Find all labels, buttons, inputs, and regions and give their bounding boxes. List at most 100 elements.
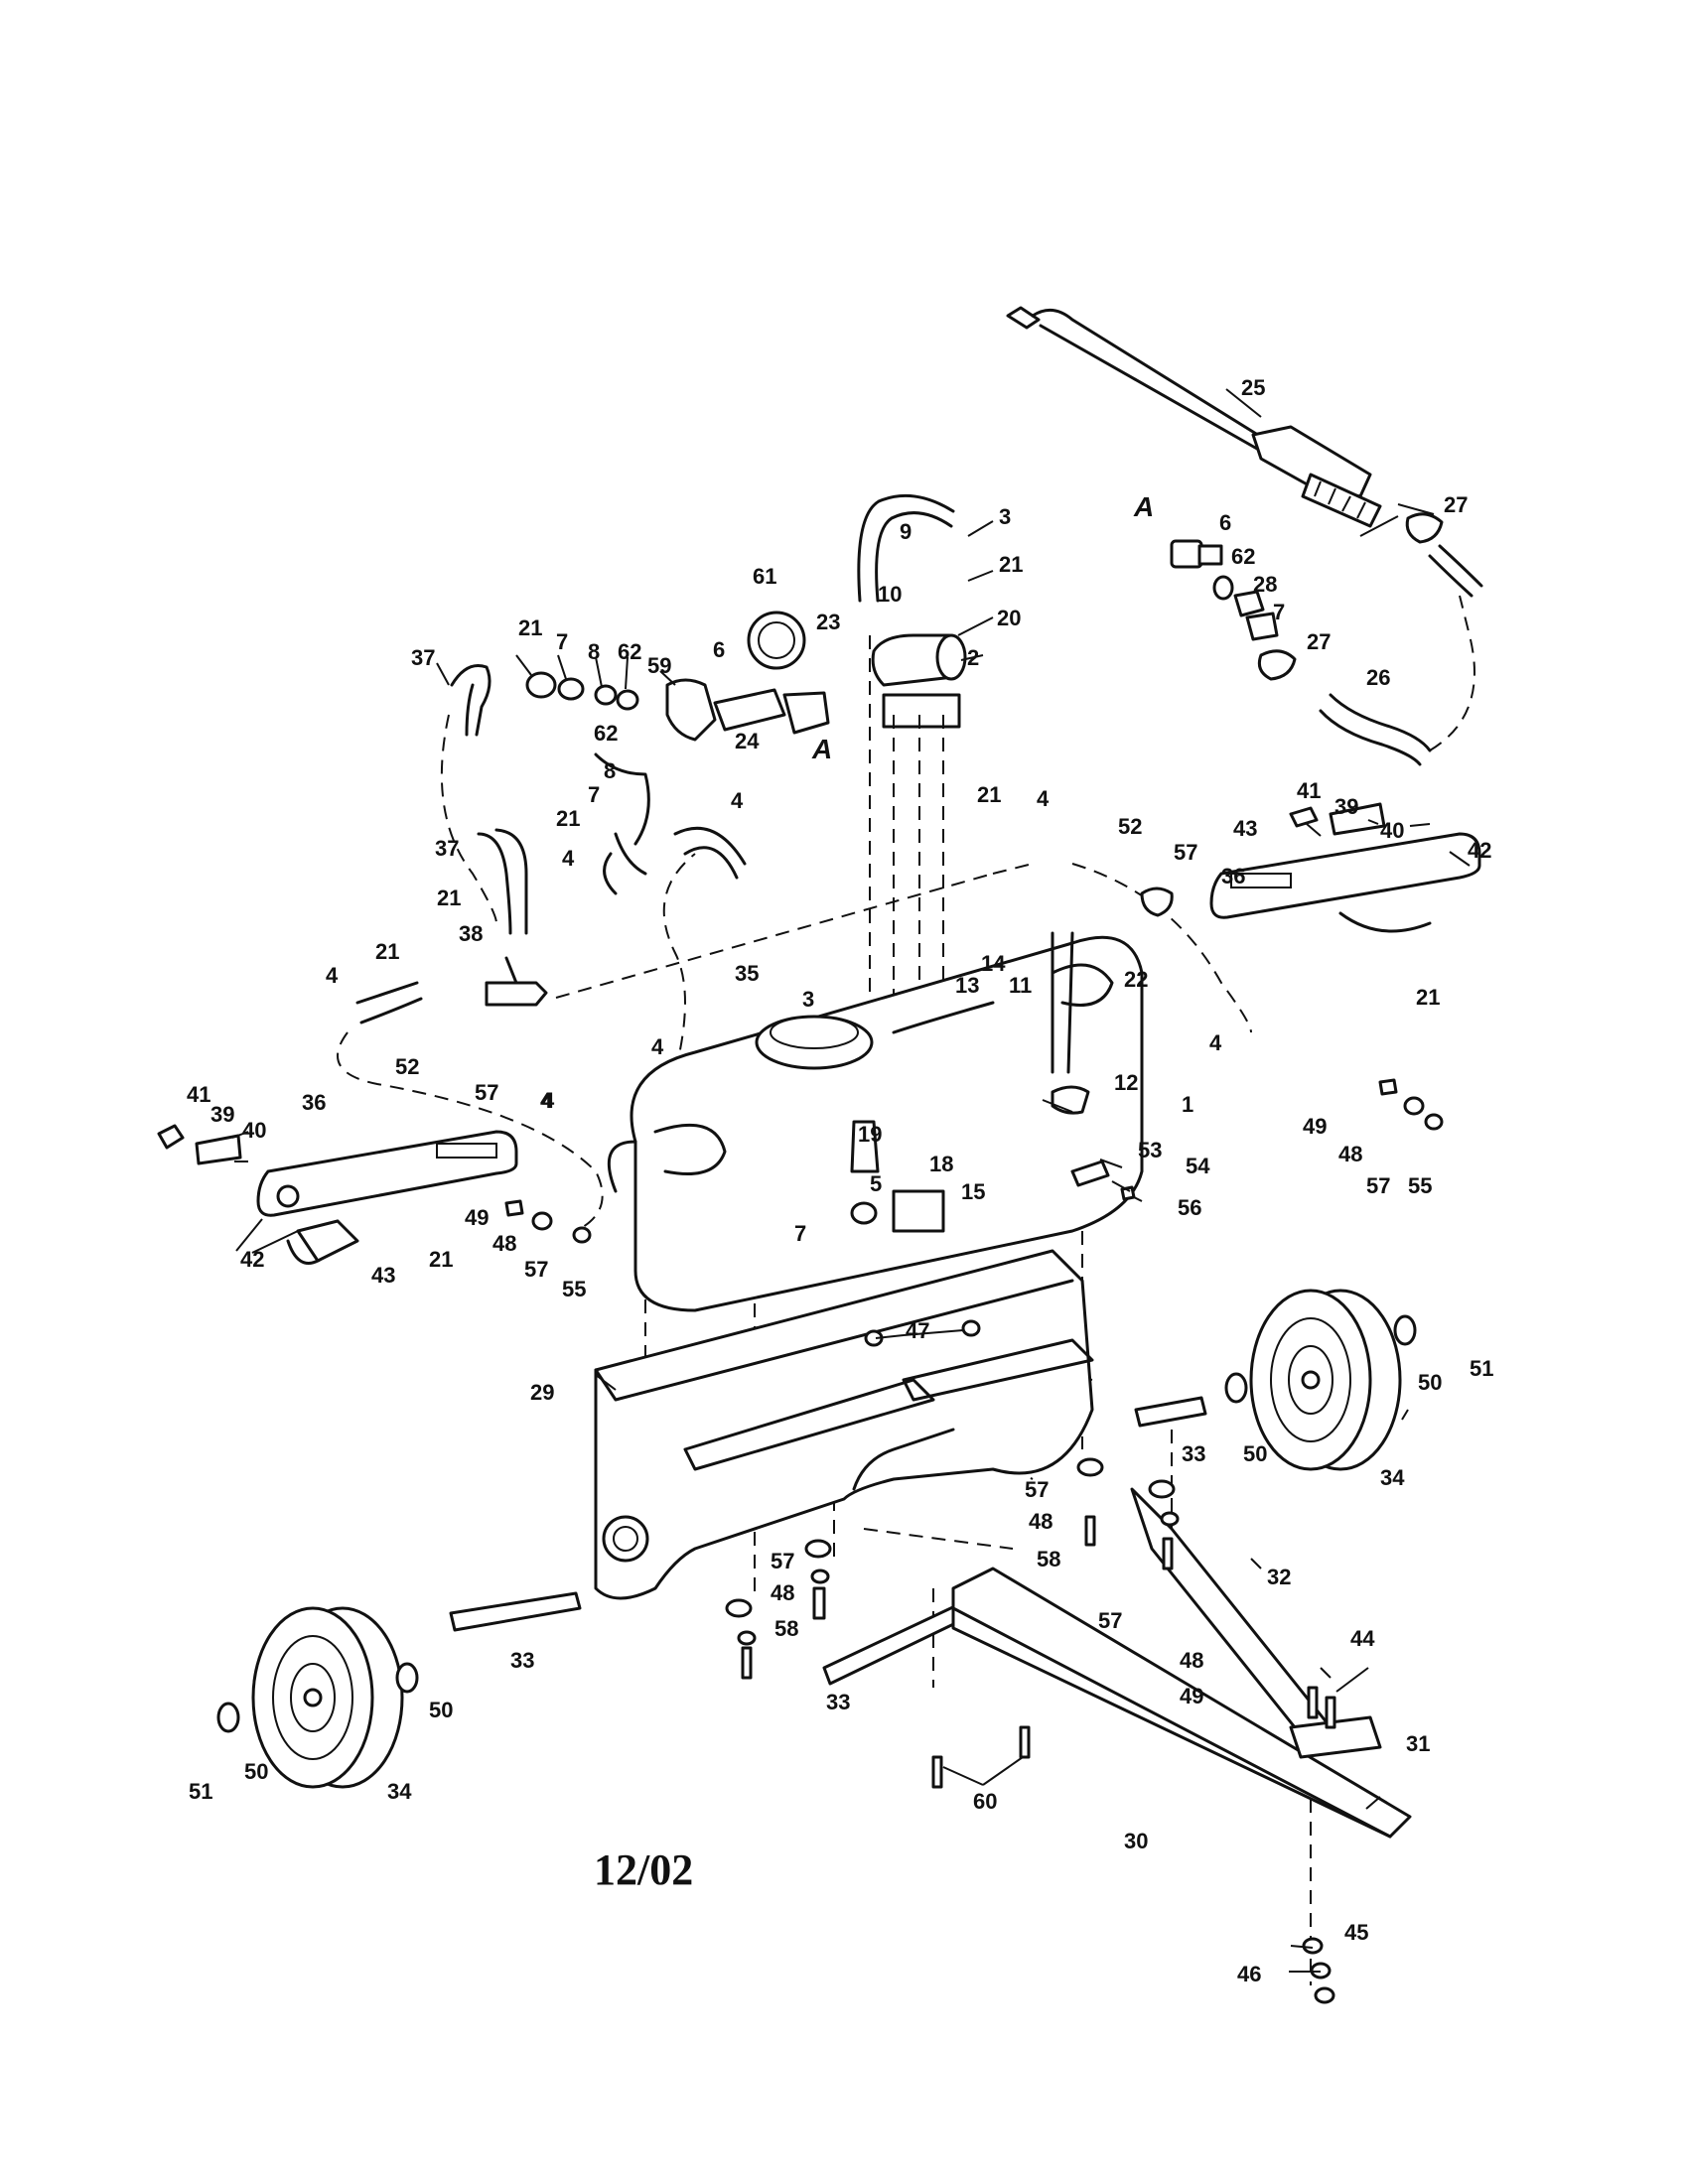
callout-48-left: 48 bbox=[492, 1231, 516, 1256]
callout-22: 22 bbox=[1124, 967, 1148, 992]
callout-37-top: 37 bbox=[411, 645, 435, 670]
callout-51-left: 51 bbox=[189, 1779, 212, 1804]
callout-9: 9 bbox=[900, 519, 912, 544]
callout-18: 18 bbox=[929, 1152, 953, 1176]
callout-27-wand: 27 bbox=[1444, 492, 1468, 517]
callout-21-boom: 21 bbox=[1416, 985, 1440, 1010]
callout-37-mid: 37 bbox=[435, 836, 459, 861]
callout-33-left: 33 bbox=[510, 1648, 534, 1673]
callout-49-right: 49 bbox=[1303, 1114, 1327, 1139]
callout-labels: 25 27 6 62 28 7 27 26 A 3 9 21 10 20 2 6… bbox=[187, 375, 1493, 1986]
callout-27-detail: 27 bbox=[1307, 629, 1331, 654]
callout-4-left: 4 bbox=[326, 963, 339, 988]
callout-47: 47 bbox=[906, 1318, 929, 1343]
callout-45: 45 bbox=[1344, 1920, 1368, 1945]
callout-3-tank: 3 bbox=[802, 987, 814, 1012]
callout-10: 10 bbox=[878, 582, 902, 607]
callout-59: 59 bbox=[647, 653, 671, 678]
callout-61: 61 bbox=[753, 564, 776, 589]
callout-21-boom-left: 21 bbox=[429, 1247, 453, 1272]
callout-57-left-low: 57 bbox=[524, 1257, 548, 1282]
frame bbox=[594, 1249, 1094, 1600]
callout-57-frame-left: 57 bbox=[771, 1549, 794, 1573]
callout-48-frame-left: 48 bbox=[771, 1580, 794, 1605]
callout-7-detail: 7 bbox=[1273, 600, 1285, 624]
callout-51-right: 51 bbox=[1470, 1356, 1493, 1381]
callout-44: 44 bbox=[1350, 1626, 1375, 1651]
callout-23: 23 bbox=[816, 610, 840, 634]
callout-48-right: 48 bbox=[1338, 1142, 1362, 1166]
callout-36-right: 36 bbox=[1221, 864, 1245, 888]
callout-48-brace: 48 bbox=[1180, 1648, 1203, 1673]
right-wheel bbox=[1224, 1289, 1417, 1471]
callout-39-right: 39 bbox=[1334, 794, 1358, 819]
callout-4-mid: 4 bbox=[562, 846, 575, 871]
spray-wand bbox=[1006, 306, 1382, 528]
callout-3-top: 3 bbox=[999, 504, 1011, 529]
callout-34-left: 34 bbox=[387, 1779, 412, 1804]
callout-62-mid: 62 bbox=[594, 721, 618, 746]
callout-21-right: 21 bbox=[977, 782, 1001, 807]
callout-40-right: 40 bbox=[1380, 818, 1404, 843]
callout-4-boom: 4 bbox=[1209, 1030, 1222, 1055]
callout-7-tank: 7 bbox=[794, 1221, 806, 1246]
callout-60: 60 bbox=[973, 1789, 997, 1814]
callout-41-left: 41 bbox=[187, 1082, 210, 1107]
callout-1: 1 bbox=[1182, 1092, 1193, 1117]
callout-21-hose: 21 bbox=[437, 886, 461, 910]
callout-7-mid: 7 bbox=[588, 782, 600, 807]
callout-50-left-top: 50 bbox=[429, 1698, 453, 1722]
callout-54: 54 bbox=[1186, 1154, 1210, 1178]
callout-35: 35 bbox=[735, 961, 759, 986]
callout-33-center: 33 bbox=[826, 1690, 850, 1714]
callout-15: 15 bbox=[961, 1179, 985, 1204]
callout-7-top: 7 bbox=[556, 629, 568, 654]
callout-14: 14 bbox=[981, 951, 1006, 976]
callout-50-right-top: 50 bbox=[1418, 1370, 1442, 1395]
callout-41-right: 41 bbox=[1297, 778, 1321, 803]
callout-39-left: 39 bbox=[210, 1102, 234, 1127]
callout-52-right: 52 bbox=[1118, 814, 1142, 839]
callout-4-lower: 4 bbox=[540, 1088, 553, 1113]
callout-62-detail: 62 bbox=[1231, 544, 1255, 569]
callout-20: 20 bbox=[997, 606, 1021, 630]
callout-43-left: 43 bbox=[371, 1263, 395, 1288]
callout-58-left: 58 bbox=[774, 1616, 798, 1641]
callout-53: 53 bbox=[1138, 1138, 1162, 1162]
callout-34-right: 34 bbox=[1380, 1465, 1405, 1490]
left-hose-fittings bbox=[355, 664, 747, 1024]
callout-57-frame-right: 57 bbox=[1025, 1477, 1049, 1502]
left-boom bbox=[157, 1124, 518, 1265]
callout-28: 28 bbox=[1253, 572, 1277, 597]
callout-a-main: A bbox=[811, 734, 832, 764]
callout-2: 2 bbox=[967, 645, 979, 670]
tongue bbox=[951, 1487, 1412, 1839]
callout-5: 5 bbox=[870, 1171, 882, 1196]
callout-57-right-low: 57 bbox=[1366, 1173, 1390, 1198]
callout-4-boom-left: 4 bbox=[542, 1088, 555, 1113]
callout-a-detail: A bbox=[1133, 491, 1154, 522]
callout-21-left: 21 bbox=[518, 615, 542, 640]
callout-62-top: 62 bbox=[618, 639, 641, 664]
callout-32: 32 bbox=[1267, 1565, 1291, 1589]
callout-6-detail: 6 bbox=[1219, 510, 1231, 535]
callout-8-mid: 8 bbox=[604, 758, 616, 783]
callout-55-right: 55 bbox=[1408, 1173, 1432, 1198]
callout-8-top: 8 bbox=[588, 639, 600, 664]
callout-13: 13 bbox=[955, 973, 979, 998]
callout-24: 24 bbox=[735, 729, 760, 753]
callout-19: 19 bbox=[858, 1122, 882, 1147]
callout-30: 30 bbox=[1124, 1829, 1148, 1853]
callout-48-frame-right: 48 bbox=[1029, 1509, 1052, 1534]
right-boom bbox=[1140, 802, 1481, 933]
callout-56: 56 bbox=[1178, 1195, 1201, 1220]
callout-42-right: 42 bbox=[1468, 838, 1491, 863]
callout-36-left: 36 bbox=[302, 1090, 326, 1115]
callout-38: 38 bbox=[459, 921, 483, 946]
callout-4-right: 4 bbox=[1037, 786, 1050, 811]
callout-49-brace: 49 bbox=[1180, 1684, 1203, 1708]
callout-52-left: 52 bbox=[395, 1054, 419, 1079]
leader-lines bbox=[231, 388, 1471, 1973]
tank bbox=[607, 935, 1144, 1312]
